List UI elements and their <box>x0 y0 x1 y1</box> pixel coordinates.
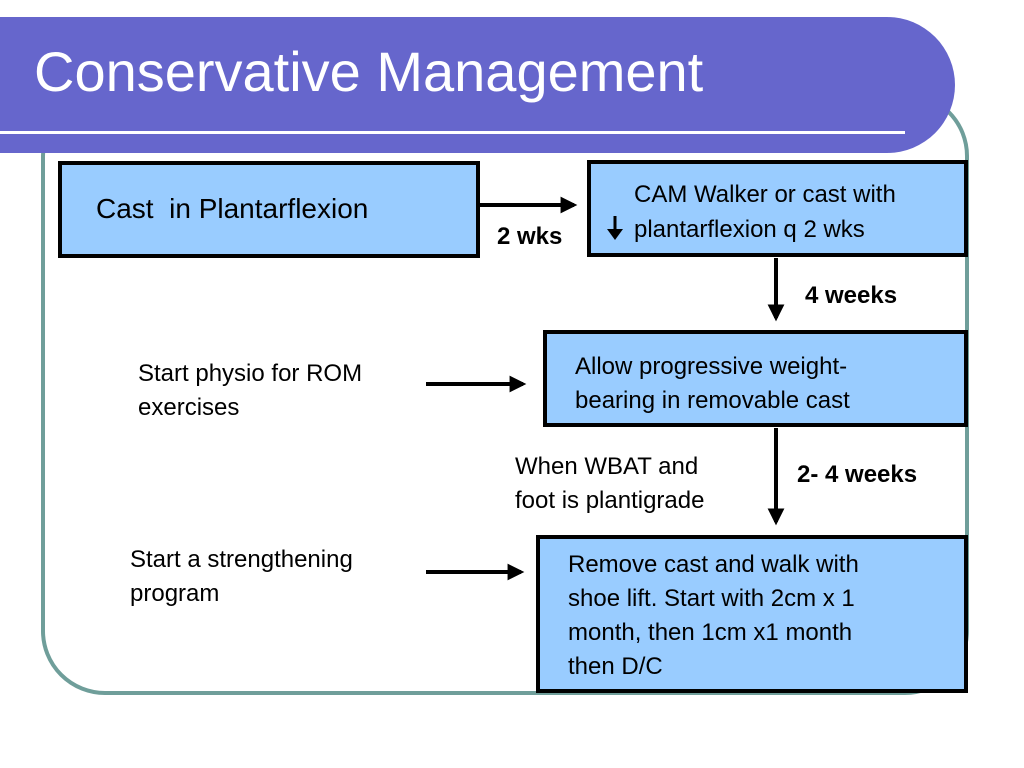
weight-box-line2: bearing in removable cast <box>575 387 850 414</box>
slide-title: Conservative Management <box>34 40 704 103</box>
strength-note-line1: Start a strengthening <box>130 546 353 573</box>
cam-box-line2: plantarflexion q 2 wks <box>634 216 865 243</box>
cam-walker-box: CAM Walker or cast with plantarflexion q… <box>587 160 968 257</box>
physio-note-line1: Start physio for ROM <box>138 360 363 387</box>
title-divider <box>0 131 905 134</box>
interval-2-wks: 2 wks <box>497 223 563 250</box>
physio-note-line2: exercises <box>138 394 240 421</box>
down-arrow-icon <box>605 214 625 242</box>
cast-box-label: Cast in Plantarflexion <box>96 193 369 224</box>
title-bar <box>0 17 955 153</box>
remove-box-line2: shoe lift. Start with 2cm x 1 <box>568 585 855 612</box>
weight-bearing-box: Allow progressive weight- bearing in rem… <box>543 330 968 427</box>
condition-line1: When WBAT and <box>515 453 699 480</box>
remove-box-line3: month, then 1cm x1 month <box>568 619 853 646</box>
cast-box: Cast in Plantarflexion <box>58 161 480 258</box>
interval-4-weeks: 4 weeks <box>805 282 898 309</box>
remove-cast-box: Remove cast and walk with shoe lift. Sta… <box>536 535 968 693</box>
cam-box-line1: CAM Walker or cast with <box>634 181 896 208</box>
condition-line2: foot is plantigrade <box>515 487 705 514</box>
interval-2-4-weeks: 2- 4 weeks <box>797 461 918 488</box>
remove-box-line1: Remove cast and walk with <box>568 551 859 578</box>
weight-box-line1: Allow progressive weight- <box>575 353 848 380</box>
remove-box-line4: then D/C <box>568 653 663 680</box>
strength-note-line2: program <box>130 580 220 607</box>
